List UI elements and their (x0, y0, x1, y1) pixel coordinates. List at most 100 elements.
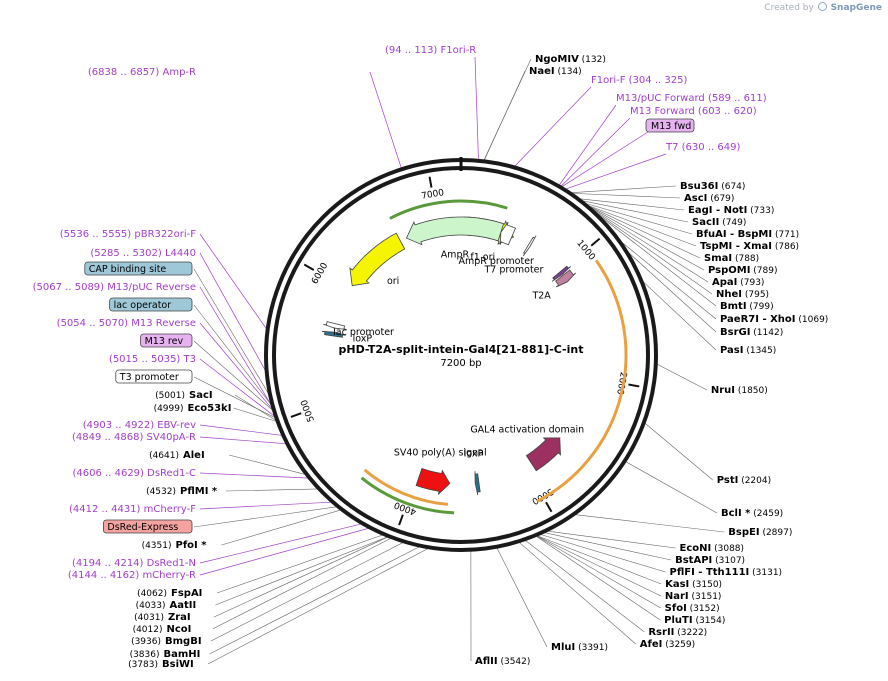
site-name-label: BamHI (164, 649, 201, 660)
leader-tspmi-xmai (584, 203, 697, 247)
site-label: NgoMIV (132) (535, 54, 606, 65)
leader (228, 454, 308, 476)
feature-label: AmpR promoter (458, 256, 534, 267)
feature-box-label: lac operator (114, 300, 172, 311)
leader-bspei (573, 514, 725, 533)
site-name-label: Eco53kI (188, 403, 232, 414)
leader (207, 547, 431, 665)
tick-2000 (628, 383, 640, 388)
site-label: SmaI (788) (704, 253, 759, 264)
primer-leader (558, 104, 617, 187)
site-label: PflFI - Tth111I (3131) (670, 567, 783, 578)
leader-pspomi (584, 204, 705, 271)
leader (193, 268, 271, 398)
primer-label: F1ori-F (304 .. 325) (591, 75, 687, 86)
site-label: BfuAI - BspMI (771) (696, 229, 799, 240)
leader-nari (535, 534, 662, 597)
feature-box-label: DsRed-Express (107, 522, 178, 533)
feature-t7-promoter (522, 235, 537, 257)
site-name-label: FspAI (171, 588, 202, 599)
site-label: ApaI (793) (712, 277, 764, 288)
leader-bsrgi (624, 248, 717, 333)
feature-gal4-activation-domain (525, 437, 561, 472)
primer-leader (474, 56, 479, 161)
site-label: AflII (3542) (475, 656, 530, 667)
snapgene-logo-icon (817, 2, 827, 11)
leader-paer7i-xhoi (617, 238, 717, 320)
leader (193, 506, 339, 528)
primer-leader (564, 153, 667, 190)
leader-mlui (496, 546, 548, 648)
primer-leader (513, 86, 592, 168)
site-label: SfoI (3152) (665, 603, 720, 614)
site-pos-label: (4033) (136, 601, 166, 611)
feature-split-intein (551, 265, 571, 282)
tick-3000 (545, 501, 553, 513)
site-name-label: SacI (189, 390, 213, 401)
site-pos-label: (4031) (134, 613, 164, 623)
feature-label: loxP (464, 449, 484, 460)
plasmid-center-label: pHD-T2A-split-intein-Gal4[21-881]-C-int … (339, 343, 584, 369)
primer-label: (6838 .. 6857) Amp-R (88, 67, 196, 78)
leader (221, 509, 343, 546)
feature-label: ori (387, 276, 399, 287)
primer-leader (560, 131, 649, 188)
feature-label: T2A (531, 290, 551, 301)
leader-pasi (640, 279, 717, 351)
feature-label: AmpR (441, 250, 470, 261)
site-label: EagI - NotI (733) (688, 205, 774, 216)
tick-1000 (590, 237, 601, 247)
site-label: TspMI - XmaI (786) (700, 241, 799, 252)
feature-box-label: M13 rev (145, 336, 184, 347)
site-label: NheI (795) (716, 289, 769, 300)
primer-leader (199, 252, 268, 374)
leader-bcli- (624, 460, 718, 514)
primer-label: (4144 .. 4162) mCherry-R (68, 570, 196, 581)
primer-leader (199, 527, 371, 576)
site-label: KasI (3150) (665, 579, 722, 590)
leader-eagi-noti (577, 198, 685, 211)
feature-ampr-promoter (499, 221, 517, 246)
feature-sv40-poly-a-signal (415, 468, 451, 496)
site-label: SacII (749) (692, 217, 746, 228)
orf-arc-ampr (389, 199, 508, 220)
leader (212, 537, 393, 630)
feature-box-label: T3 promoter (119, 372, 179, 383)
leader (193, 304, 274, 408)
primer-label: M13/pUC Forward (589 .. 611) (616, 93, 767, 104)
primer-label: T7 (630 .. 649) (665, 142, 740, 153)
leader-econi (545, 530, 676, 549)
leader-pflfi-tth111i (538, 533, 666, 573)
credit-prefix: Created by (764, 3, 814, 13)
leader (234, 394, 278, 422)
credit-brand: SnapGene (830, 3, 882, 13)
tick-label-1000: 1000 (574, 239, 597, 263)
site-label: Bsu36I (674) (680, 181, 745, 192)
primer-label: (5015 .. 5035) T3 (109, 354, 196, 365)
leader (193, 376, 277, 419)
site-label: AfeI (3259) (640, 639, 695, 650)
primer-label: (4849 .. 4868) SV40pA-R (72, 432, 196, 443)
feature-box (84, 261, 193, 276)
site-name-label: ZraI (168, 612, 191, 623)
primer-leader (199, 424, 284, 436)
m13-fwd-label: M13 fwd (651, 121, 691, 132)
site-label: MluI (3391) (551, 642, 608, 653)
site-pos-label: (3836) (130, 650, 160, 660)
site-name-label: NcoI (167, 624, 192, 635)
site-label: BsrGI (1142) (720, 327, 783, 338)
feature-label: f1 ori (470, 252, 495, 263)
feature-labels: NgoMIV (132)NaeI (134)Bsu36I (674)AscI (… (33, 45, 829, 670)
primer-leader (199, 501, 333, 510)
leader-lines (193, 56, 725, 665)
site-pos-label: (5001) (155, 391, 185, 401)
feature-label: GAL4 activation domain (470, 424, 584, 435)
leader-bfuai-bspmi (582, 202, 693, 235)
snapgene-credit: Created by SnapGene (764, 2, 882, 13)
leader (213, 536, 390, 618)
leader (193, 340, 275, 413)
site-pos-label: (3936) (131, 637, 161, 647)
primer-leader (559, 117, 631, 188)
site-label: PstI (2204) (717, 475, 771, 486)
orf-arc-gal4 (536, 259, 628, 503)
